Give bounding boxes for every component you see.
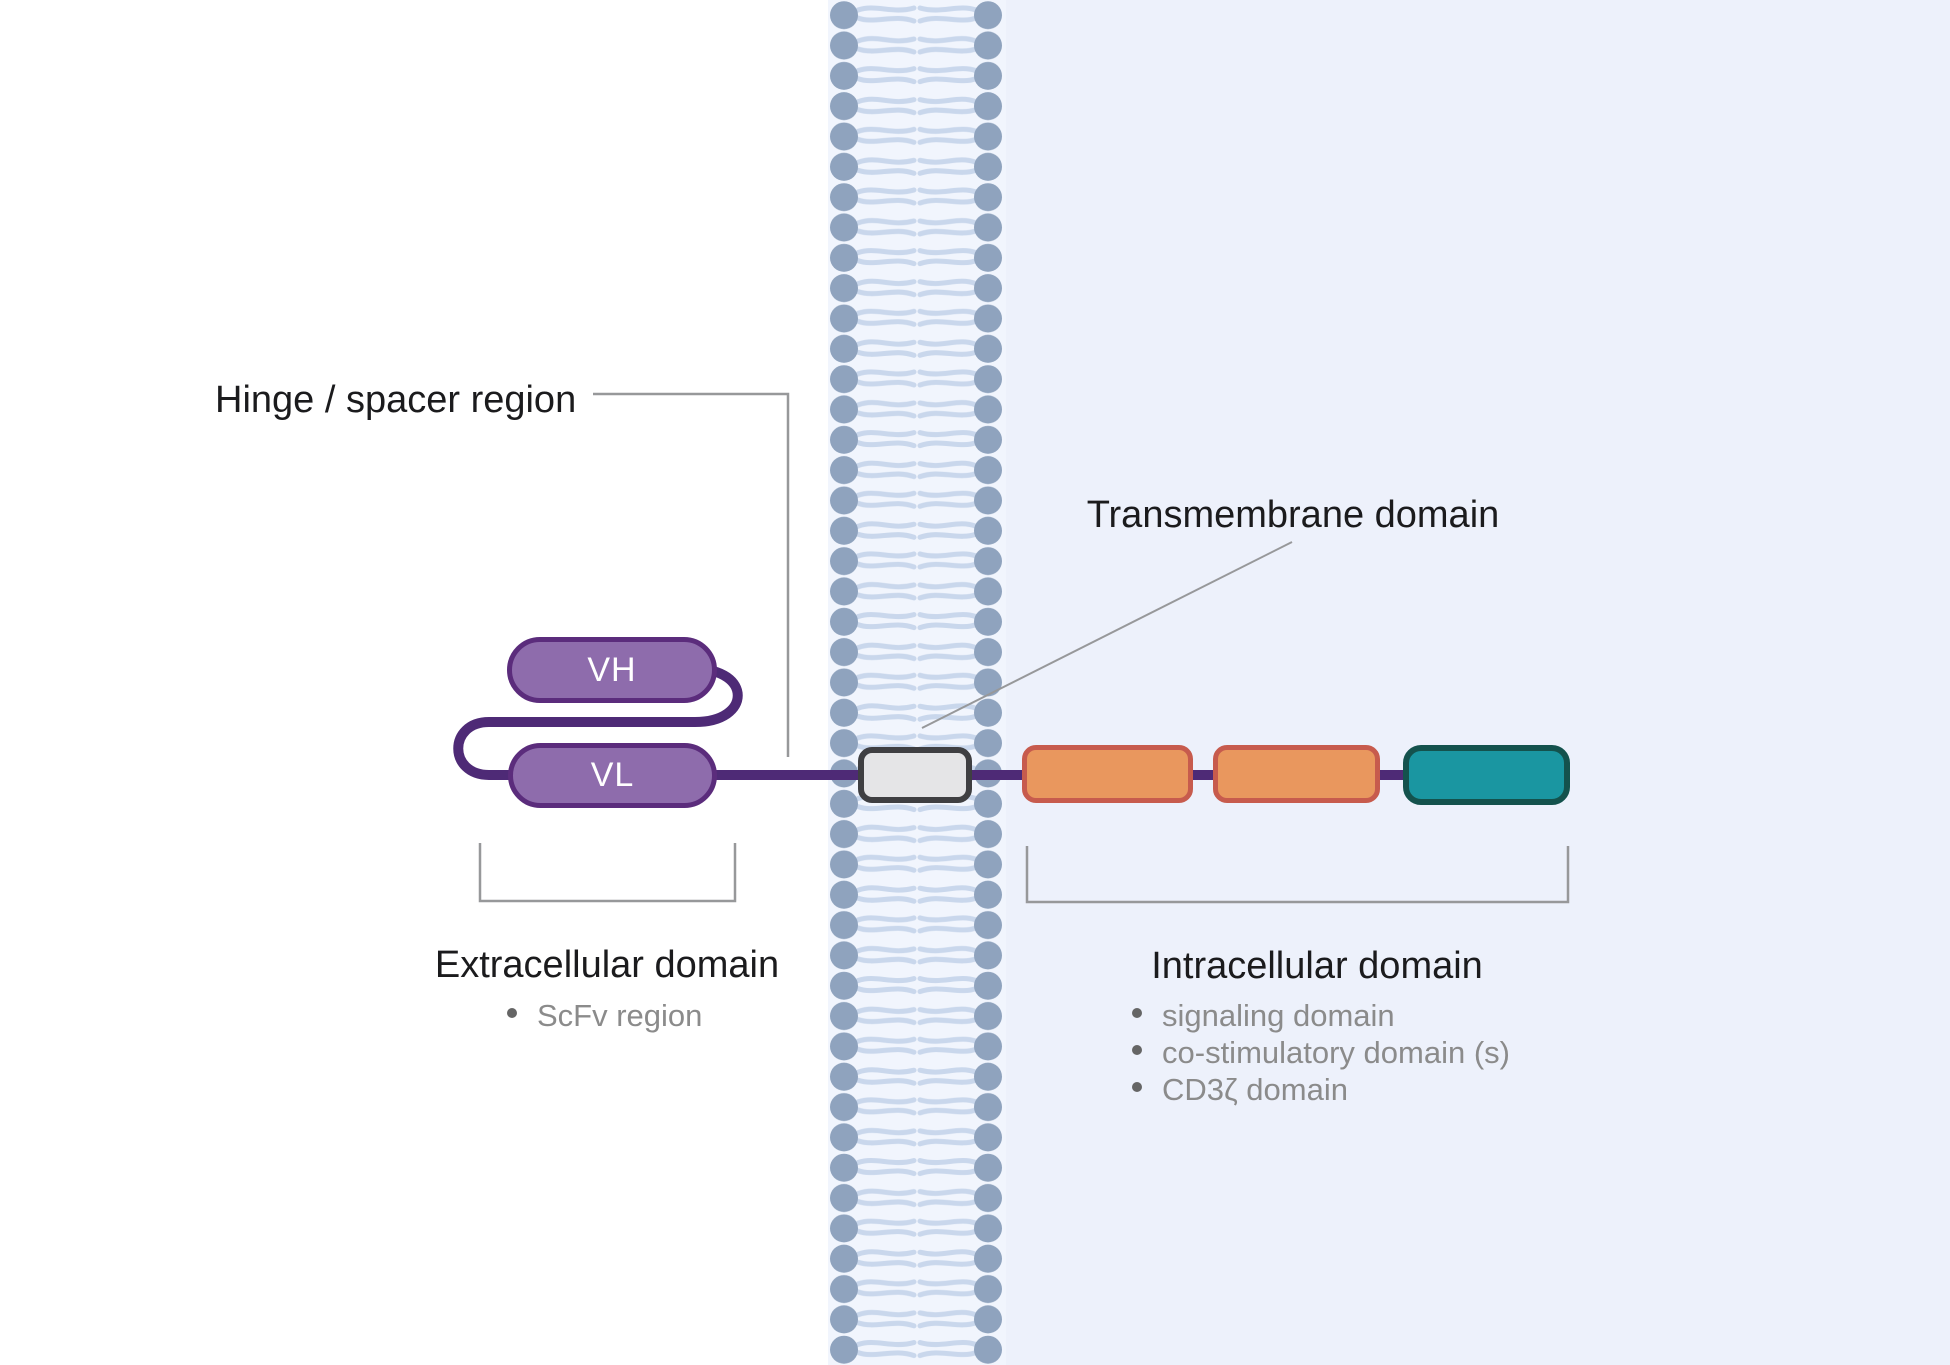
signaling-domain-box-1 xyxy=(1022,745,1193,803)
bullet-dot-icon xyxy=(1132,1008,1142,1018)
extracellular-bracket xyxy=(478,843,737,903)
bullet-dot-icon xyxy=(507,1008,517,1018)
signaling-domain-label: signaling domain xyxy=(1162,998,1395,1033)
lipid-bilayer-membrane xyxy=(828,0,1006,1365)
extracellular-domain-title: Extracellular domain xyxy=(434,944,780,986)
cd3-zeta-domain-box xyxy=(1403,745,1570,805)
transmembrane-label: Transmembrane domain xyxy=(1086,494,1500,536)
extracellular-bullet-item: ScFv region xyxy=(507,998,702,1034)
signaling-domain-box-2 xyxy=(1213,745,1380,803)
bullet-dot-icon xyxy=(1132,1045,1142,1055)
cd3-zeta-domain-label: CD3ζ domain xyxy=(1162,1072,1348,1107)
phospholipid-pattern xyxy=(828,0,1006,1365)
vl-domain-label: VL xyxy=(590,756,635,794)
scfv-region-label: ScFv region xyxy=(537,998,703,1033)
hinge-spacer-label: Hinge / spacer region xyxy=(215,379,577,421)
intracellular-bullet-list: signaling domain co-stimulatory domain (… xyxy=(1132,998,1510,1109)
intracellular-bullet-item: CD3ζ domain xyxy=(1132,1072,1510,1109)
bullet-dot-icon xyxy=(1132,1082,1142,1092)
vh-domain-label: VH xyxy=(587,650,637,689)
cytoplasm-background xyxy=(1006,0,1950,1365)
intracellular-bullet-item: signaling domain xyxy=(1132,998,1510,1035)
costimulatory-domain-label: co-stimulatory domain (s) xyxy=(1162,1035,1510,1070)
transmembrane-domain-box xyxy=(858,747,972,803)
intracellular-domain-title: Intracellular domain xyxy=(1151,945,1483,987)
vl-domain-pill: VL xyxy=(508,743,717,808)
intracellular-bullet-item: co-stimulatory domain (s) xyxy=(1132,1035,1510,1072)
vh-domain-pill: VH xyxy=(507,637,717,703)
